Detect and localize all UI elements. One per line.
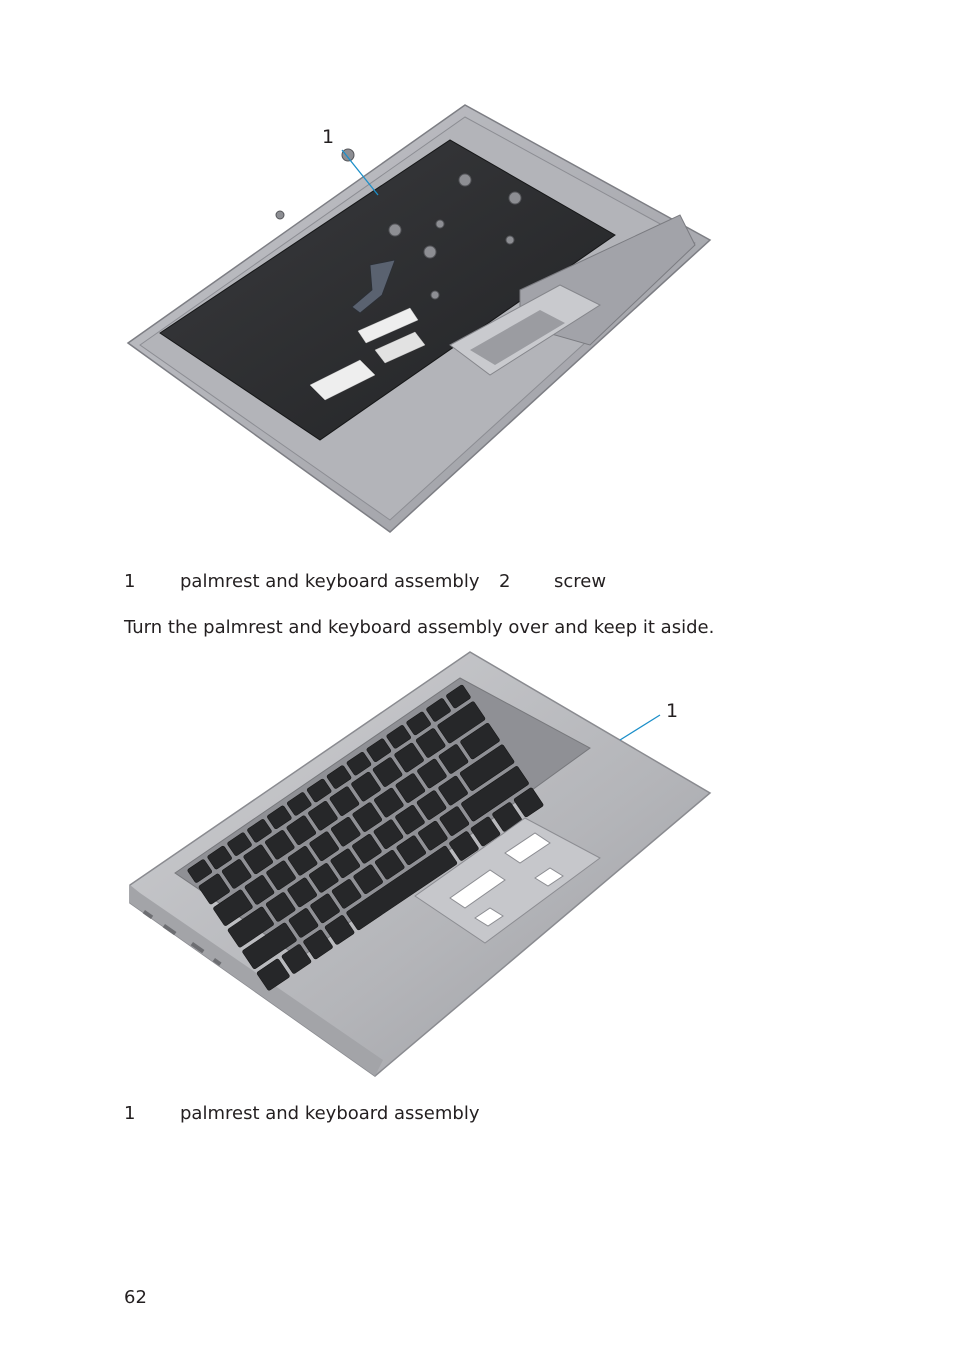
legend-item-label: palmrest and keyboard assembly <box>180 1103 480 1124</box>
palmrest-underside-illustration <box>126 104 712 533</box>
figure1-callout-1: 1 <box>322 126 335 148</box>
palmrest-top-illustration <box>129 651 712 1077</box>
figure-palmrest-underside <box>120 95 720 540</box>
callout-leader-line <box>341 149 379 196</box>
legend-item-num: 1 <box>124 1103 136 1124</box>
figure2-callout-1: 1 <box>666 700 679 722</box>
instruction-text: Turn the palmrest and keyboard assembly … <box>124 617 715 638</box>
legend-item-num: 1 <box>124 571 136 592</box>
legend-item-label: screw <box>554 571 607 592</box>
callout-leader-line <box>619 714 661 741</box>
legend-item-num: 2 <box>499 571 511 592</box>
legend-item-label: palmrest and keyboard assembly <box>180 571 480 592</box>
figure-palmrest-top <box>125 648 715 1080</box>
page-number: 62 <box>124 1287 147 1308</box>
